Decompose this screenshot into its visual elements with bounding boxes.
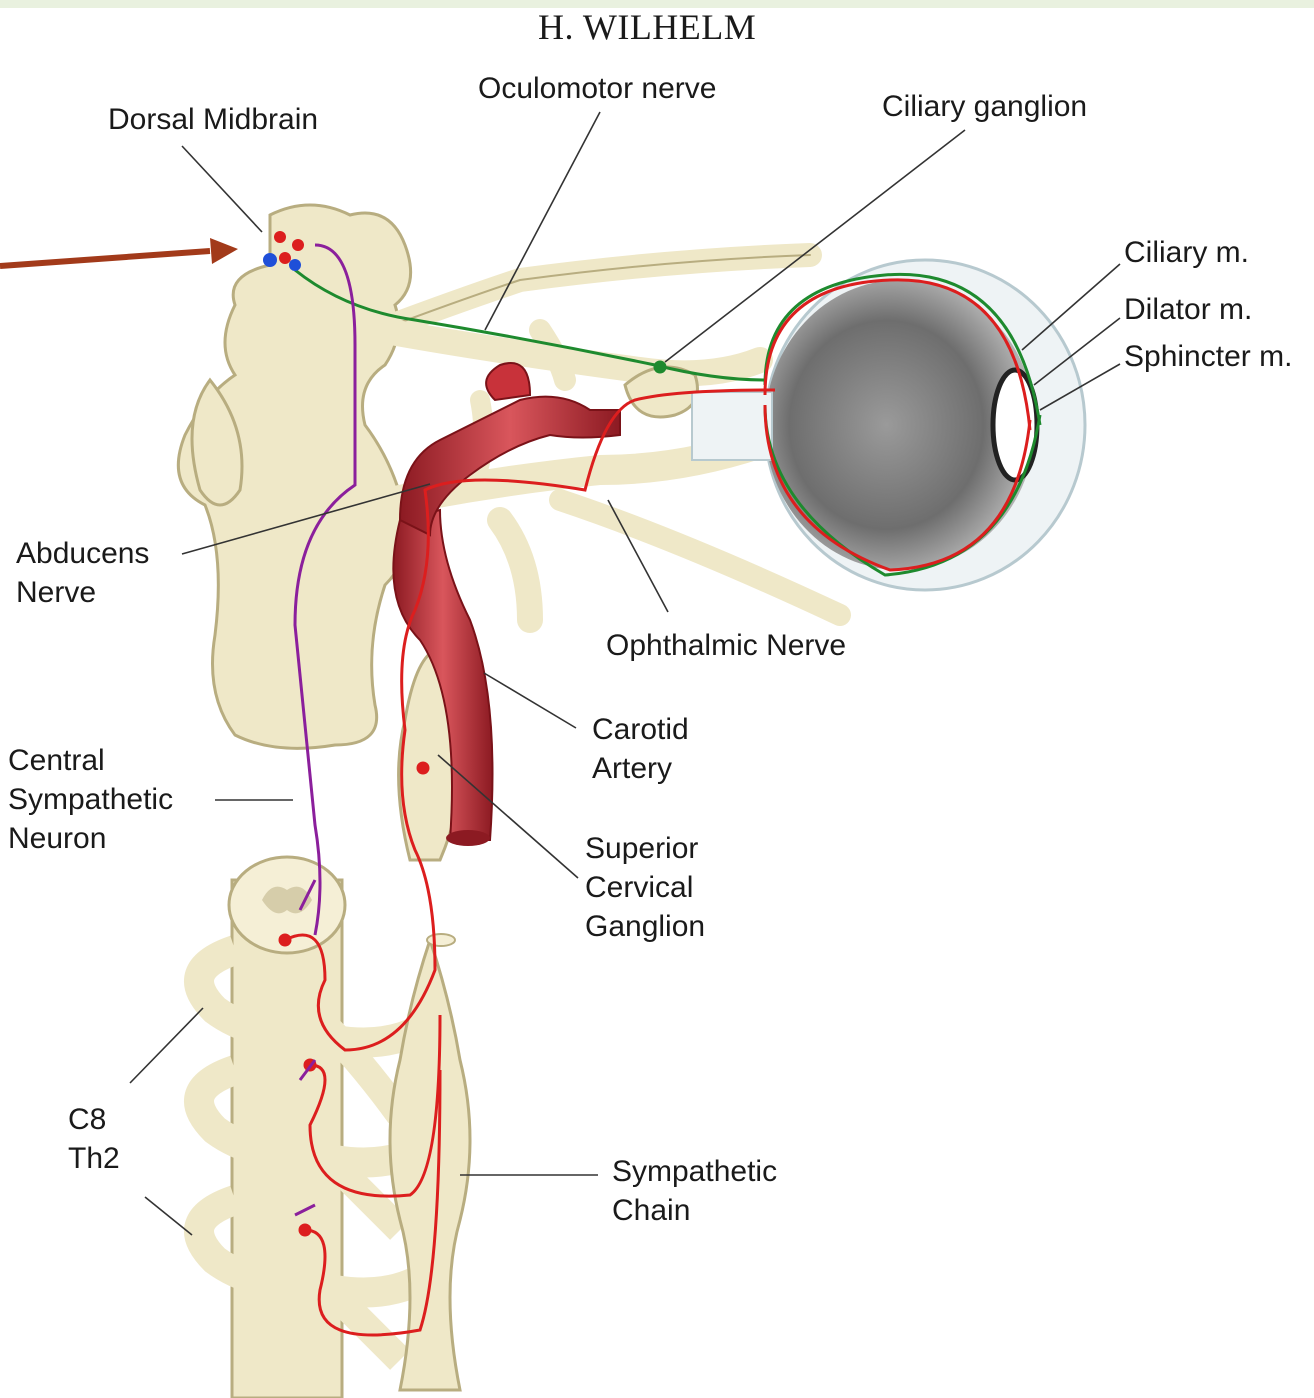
label-c8-th2: C8 Th2 bbox=[68, 1100, 120, 1178]
label-sympathetic-chain: Sympathetic Chain bbox=[612, 1152, 777, 1230]
label-abducens-line-1: Abducens bbox=[16, 534, 149, 573]
label-superior-cervical-ganglion: Superior Cervical Ganglion bbox=[585, 829, 705, 946]
label-central-line-1: Central bbox=[8, 741, 173, 780]
label-carotid-line-2: Artery bbox=[592, 749, 689, 788]
pointer-arrow bbox=[0, 238, 238, 266]
label-scg-line-2: Cervical bbox=[585, 868, 705, 907]
label-c8: C8 bbox=[68, 1100, 120, 1139]
label-chain-line-1: Sympathetic bbox=[612, 1152, 777, 1191]
label-th2: Th2 bbox=[68, 1139, 120, 1178]
label-scg-line-1: Superior bbox=[585, 829, 705, 868]
label-carotid-artery: Carotid Artery bbox=[592, 710, 689, 788]
label-central-sympathetic-neuron: Central Sympathetic Neuron bbox=[8, 741, 173, 858]
label-dorsal-midbrain: Dorsal Midbrain bbox=[108, 100, 318, 139]
label-abducens-line-2: Nerve bbox=[16, 573, 149, 612]
label-chain-line-2: Chain bbox=[612, 1191, 777, 1230]
author-name: H. WILHELM bbox=[538, 6, 756, 48]
label-central-line-3: Neuron bbox=[8, 819, 173, 858]
eyeball bbox=[692, 260, 1085, 590]
label-abducens-nerve: Abducens Nerve bbox=[16, 534, 149, 612]
label-ophthalmic-nerve: Ophthalmic Nerve bbox=[606, 626, 846, 665]
label-ciliary-ganglion: Ciliary ganglion bbox=[882, 87, 1087, 126]
label-oculomotor-nerve: Oculomotor nerve bbox=[478, 69, 716, 108]
sympathetic-chain bbox=[390, 934, 470, 1390]
label-ciliary-muscle: Ciliary m. bbox=[1124, 233, 1249, 272]
label-dilator-muscle: Dilator m. bbox=[1124, 290, 1252, 329]
label-sphincter-muscle: Sphincter m. bbox=[1124, 337, 1292, 376]
label-carotid-line-1: Carotid bbox=[592, 710, 689, 749]
label-central-line-2: Sympathetic bbox=[8, 780, 173, 819]
label-scg-line-3: Ganglion bbox=[585, 907, 705, 946]
